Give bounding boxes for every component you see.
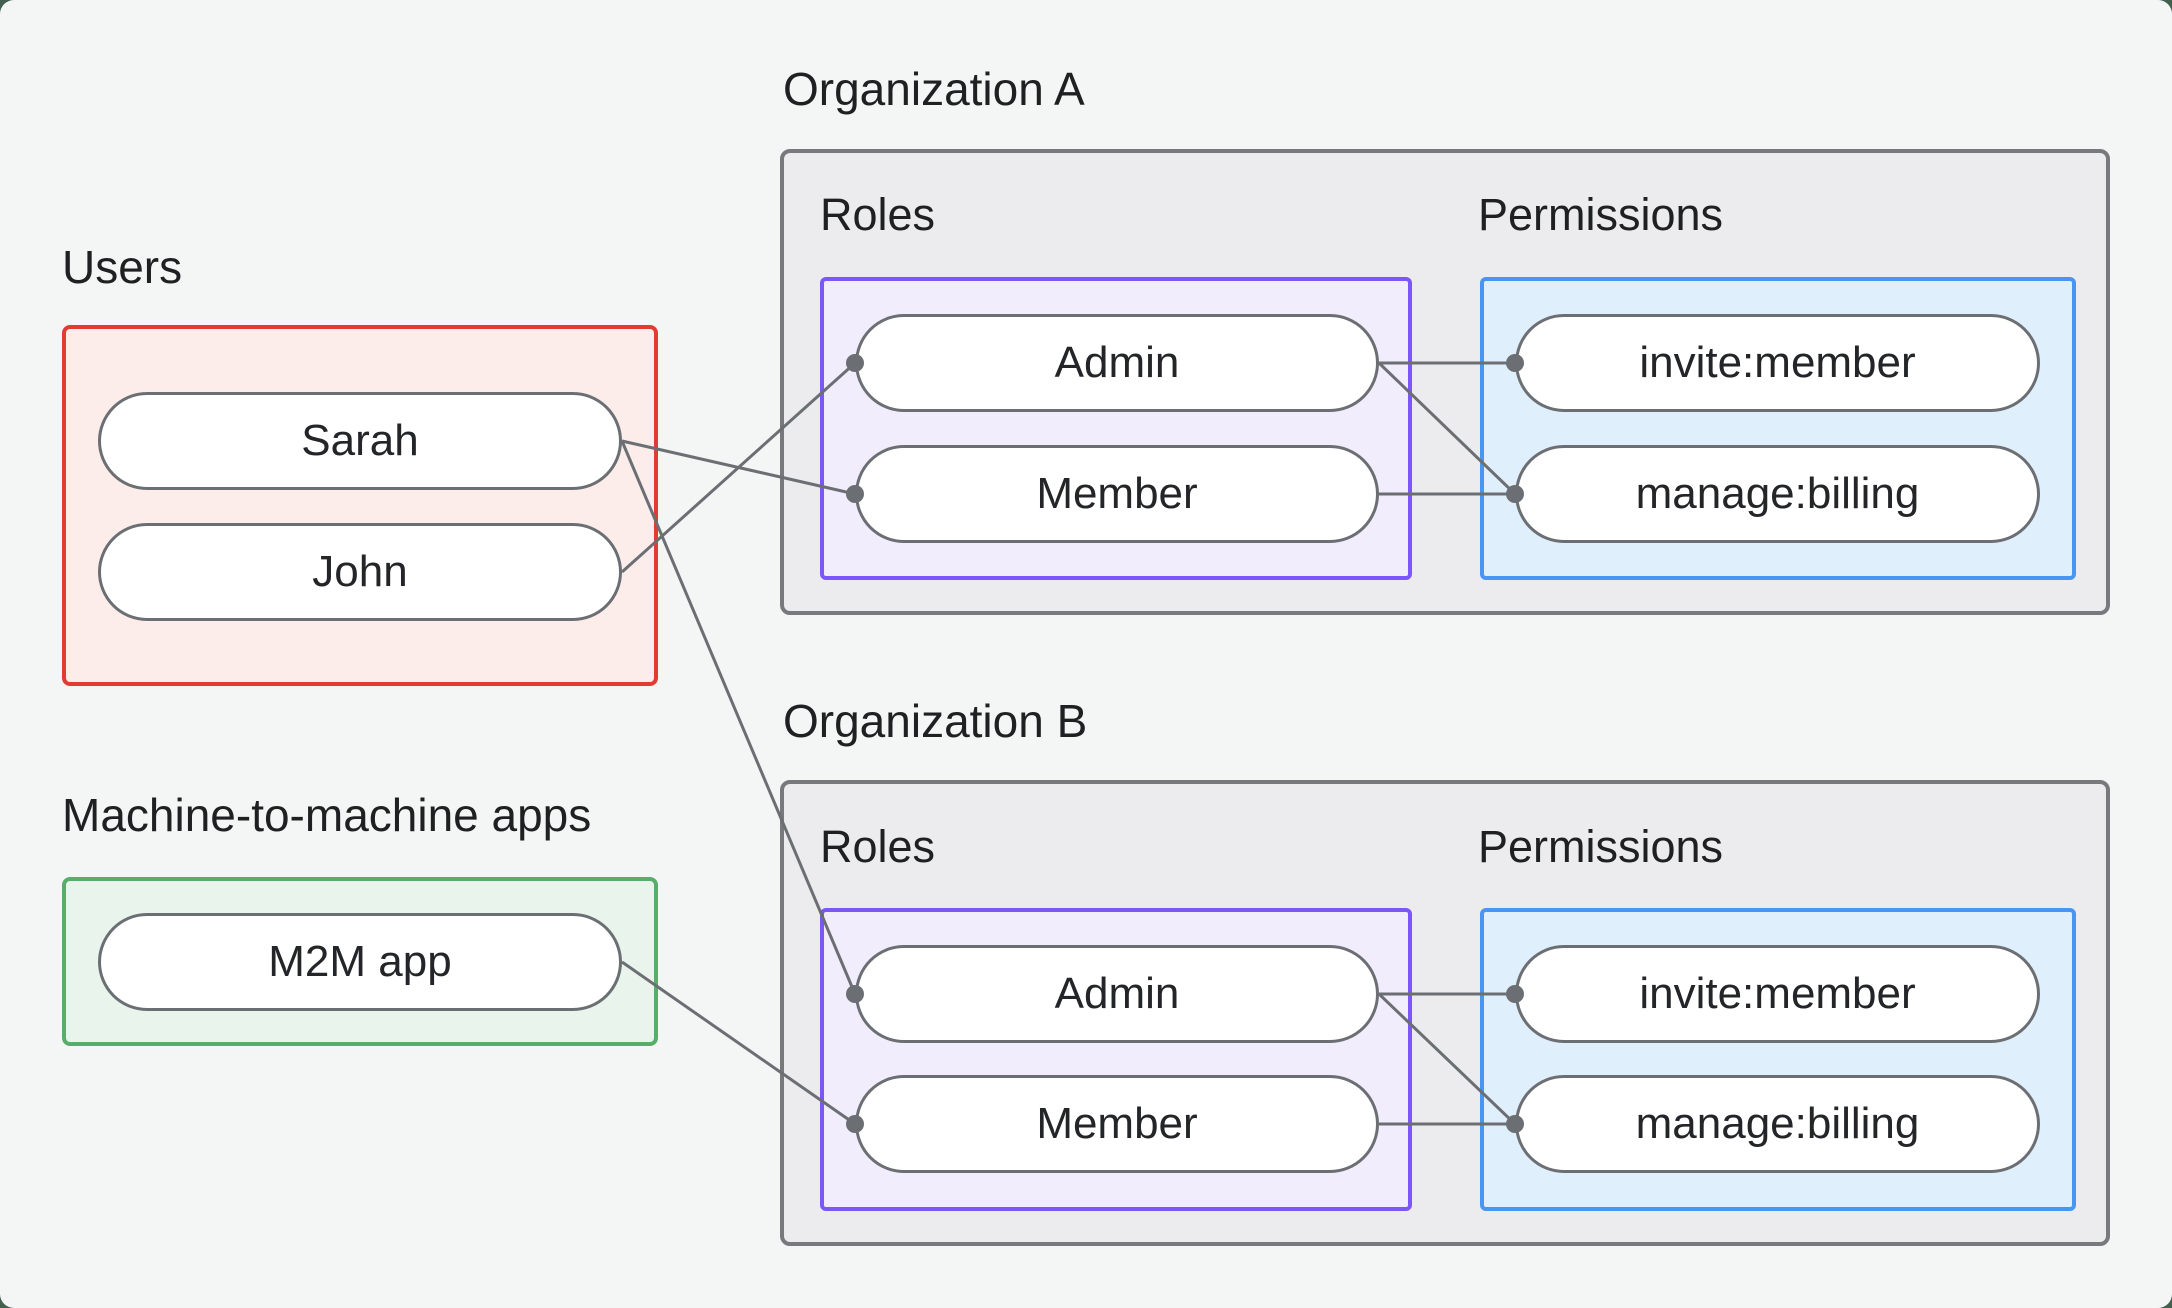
- org-a-title: Organization A: [783, 63, 1085, 115]
- org-a-role-pill-admin: Admin: [855, 314, 1379, 412]
- users-section-label: Users: [62, 241, 183, 293]
- org-b-permission-pill-invite-member: invite:member: [1515, 945, 2040, 1043]
- user-pill-john: John: [98, 523, 622, 621]
- org-b-permission-pill-manage-billing: manage:billing: [1515, 1075, 2040, 1173]
- org-b-role-pill-admin: Admin: [855, 945, 1379, 1043]
- user-pill-sarah: Sarah: [98, 392, 622, 490]
- org-b-roles-label: Roles: [820, 821, 936, 872]
- org-a-role-pill-member: Member: [855, 445, 1379, 543]
- m2m-pill-app: M2M app: [98, 913, 622, 1011]
- users-group-box: [62, 325, 658, 686]
- org-a-permission-pill-manage-billing: manage:billing: [1515, 445, 2040, 543]
- org-a-permission-pill-invite-member: invite:member: [1515, 314, 2040, 412]
- org-b-role-pill-member: Member: [855, 1075, 1379, 1173]
- m2m-section-label: Machine-to-machine apps: [62, 789, 592, 841]
- org-a-roles-label: Roles: [820, 189, 936, 240]
- org-a-permissions-label: Permissions: [1478, 189, 1724, 240]
- org-b-permissions-label: Permissions: [1478, 821, 1724, 872]
- org-b-title: Organization B: [783, 695, 1088, 747]
